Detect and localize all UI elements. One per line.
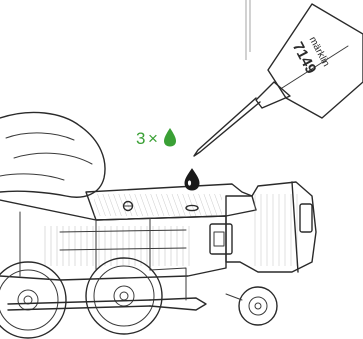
oil-drop-icon <box>164 128 176 147</box>
oil-quantity-instruction: 3 × <box>136 128 176 148</box>
hand-illustration <box>0 112 105 197</box>
oil-bottle-illustration: märklin 7149 <box>194 0 363 156</box>
driving-wheels <box>0 258 206 338</box>
multiply-sign: × <box>148 129 158 148</box>
falling-oil-drop-icon <box>185 169 199 190</box>
oil-quantity-number: 3 <box>136 129 145 148</box>
